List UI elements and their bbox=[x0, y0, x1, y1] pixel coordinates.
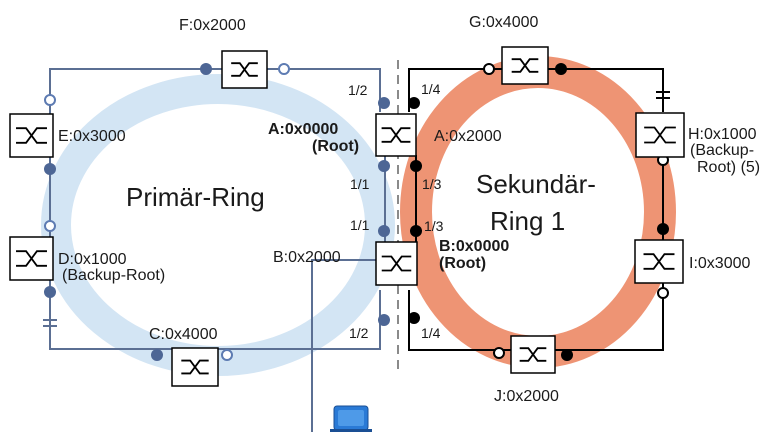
switch-c-label: C:0x4000 bbox=[149, 326, 218, 343]
switch-b-label-left: B:0x2000 bbox=[273, 249, 341, 266]
switch-box bbox=[375, 113, 417, 157]
port-d-bottom bbox=[44, 286, 56, 298]
port-g-left bbox=[483, 63, 495, 75]
port-label-a-top-left: 1/2 bbox=[348, 82, 368, 98]
port-d-top bbox=[44, 220, 56, 232]
port-a-bottom-left bbox=[378, 160, 390, 172]
port-label-a-bottom-left: 1/1 bbox=[350, 176, 370, 192]
break-marker-h bbox=[656, 91, 670, 99]
break-marker-d bbox=[43, 319, 57, 327]
switches bbox=[9, 46, 685, 387]
primary-ring-label: Primär-Ring bbox=[126, 182, 265, 212]
switch-j-label: J:0x2000 bbox=[494, 388, 559, 405]
switch-icon bbox=[643, 253, 675, 270]
switch-a-label-left-line2: (Root) bbox=[312, 138, 359, 155]
port-e-top bbox=[44, 94, 56, 106]
switch-icon bbox=[381, 255, 412, 272]
port-f-right bbox=[278, 63, 290, 75]
port-label-a-bottom-right: 1/3 bbox=[422, 176, 442, 192]
port-j-left bbox=[493, 347, 505, 359]
switch-icon bbox=[16, 127, 47, 144]
port-i-top bbox=[657, 223, 669, 235]
port-j-right bbox=[561, 349, 573, 361]
port-c-right bbox=[221, 349, 233, 361]
secondary-ring-label-line1: Sekundär- bbox=[476, 169, 596, 199]
port-label-b-top-right: 1/3 bbox=[424, 218, 444, 234]
port-a-bottom-right bbox=[410, 160, 422, 172]
port-c-left bbox=[151, 349, 163, 361]
switch-d-label-line2: (Backup-Root) bbox=[62, 267, 165, 284]
switch-d-label-line1: D:0x1000 bbox=[58, 251, 127, 268]
switch-c[interactable] bbox=[171, 347, 219, 387]
switch-f[interactable] bbox=[221, 50, 268, 89]
switch-e-label: E:0x3000 bbox=[58, 128, 126, 145]
port-label-a-top-right: 1/4 bbox=[421, 81, 441, 97]
computer-icon[interactable] bbox=[311, 402, 372, 432]
switch-b-label-right-line2: (Root) bbox=[439, 255, 486, 272]
port-g-right bbox=[555, 63, 567, 75]
port-b-bottom-right bbox=[408, 312, 420, 324]
secondary-ports bbox=[408, 63, 669, 361]
switch-a-label-right: A:0x2000 bbox=[434, 128, 502, 145]
port-label-b-bottom-left: 1/2 bbox=[349, 325, 369, 341]
secondary-ring-label-line2: Ring 1 bbox=[490, 206, 565, 236]
port-b-top-left bbox=[378, 225, 390, 237]
switch-icon bbox=[381, 127, 411, 143]
switch-h-label-line3: Root) (5) bbox=[697, 159, 760, 176]
switch-e[interactable] bbox=[9, 113, 54, 158]
switch-i-label: I:0x3000 bbox=[689, 255, 750, 272]
switch-icon bbox=[644, 126, 676, 144]
port-label-b-top-left: 1/1 bbox=[350, 217, 370, 233]
switch-f-label: F:0x2000 bbox=[179, 17, 246, 34]
link-b-device bbox=[311, 259, 380, 402]
primary-ports bbox=[44, 63, 390, 361]
switch-a[interactable] bbox=[375, 113, 417, 157]
link-e-f-a bbox=[49, 68, 381, 115]
switch-a-label-left-line1: A:0x0000 bbox=[268, 121, 338, 138]
switch-icon bbox=[181, 359, 209, 375]
switch-h-label-line1: H:0x1000 bbox=[688, 126, 757, 143]
port-a-top-right bbox=[408, 97, 420, 109]
switch-h[interactable] bbox=[635, 112, 685, 158]
port-e-bottom bbox=[44, 163, 56, 175]
switch-b-label-right-line1: B:0x0000 bbox=[439, 238, 509, 255]
switch-d[interactable] bbox=[9, 236, 54, 281]
switch-j[interactable] bbox=[510, 335, 556, 374]
switch-g-label: G:0x4000 bbox=[469, 14, 538, 31]
port-f-left bbox=[200, 63, 212, 75]
switch-icon bbox=[16, 250, 47, 267]
switch-b[interactable] bbox=[375, 241, 418, 286]
port-b-top-right bbox=[410, 225, 422, 237]
port-i-bottom bbox=[657, 287, 669, 299]
switch-h-label-line2: (Backup- bbox=[690, 142, 754, 159]
switch-icon bbox=[511, 58, 539, 73]
port-a-top-left bbox=[378, 97, 390, 109]
port-label-b-bottom-right: 1/4 bbox=[421, 325, 441, 341]
switch-box bbox=[634, 239, 684, 284]
port-b-bottom-left bbox=[378, 314, 390, 326]
switch-icon bbox=[231, 62, 258, 77]
switch-i[interactable] bbox=[634, 239, 684, 284]
switch-g[interactable] bbox=[501, 46, 549, 85]
switch-icon bbox=[519, 347, 547, 362]
